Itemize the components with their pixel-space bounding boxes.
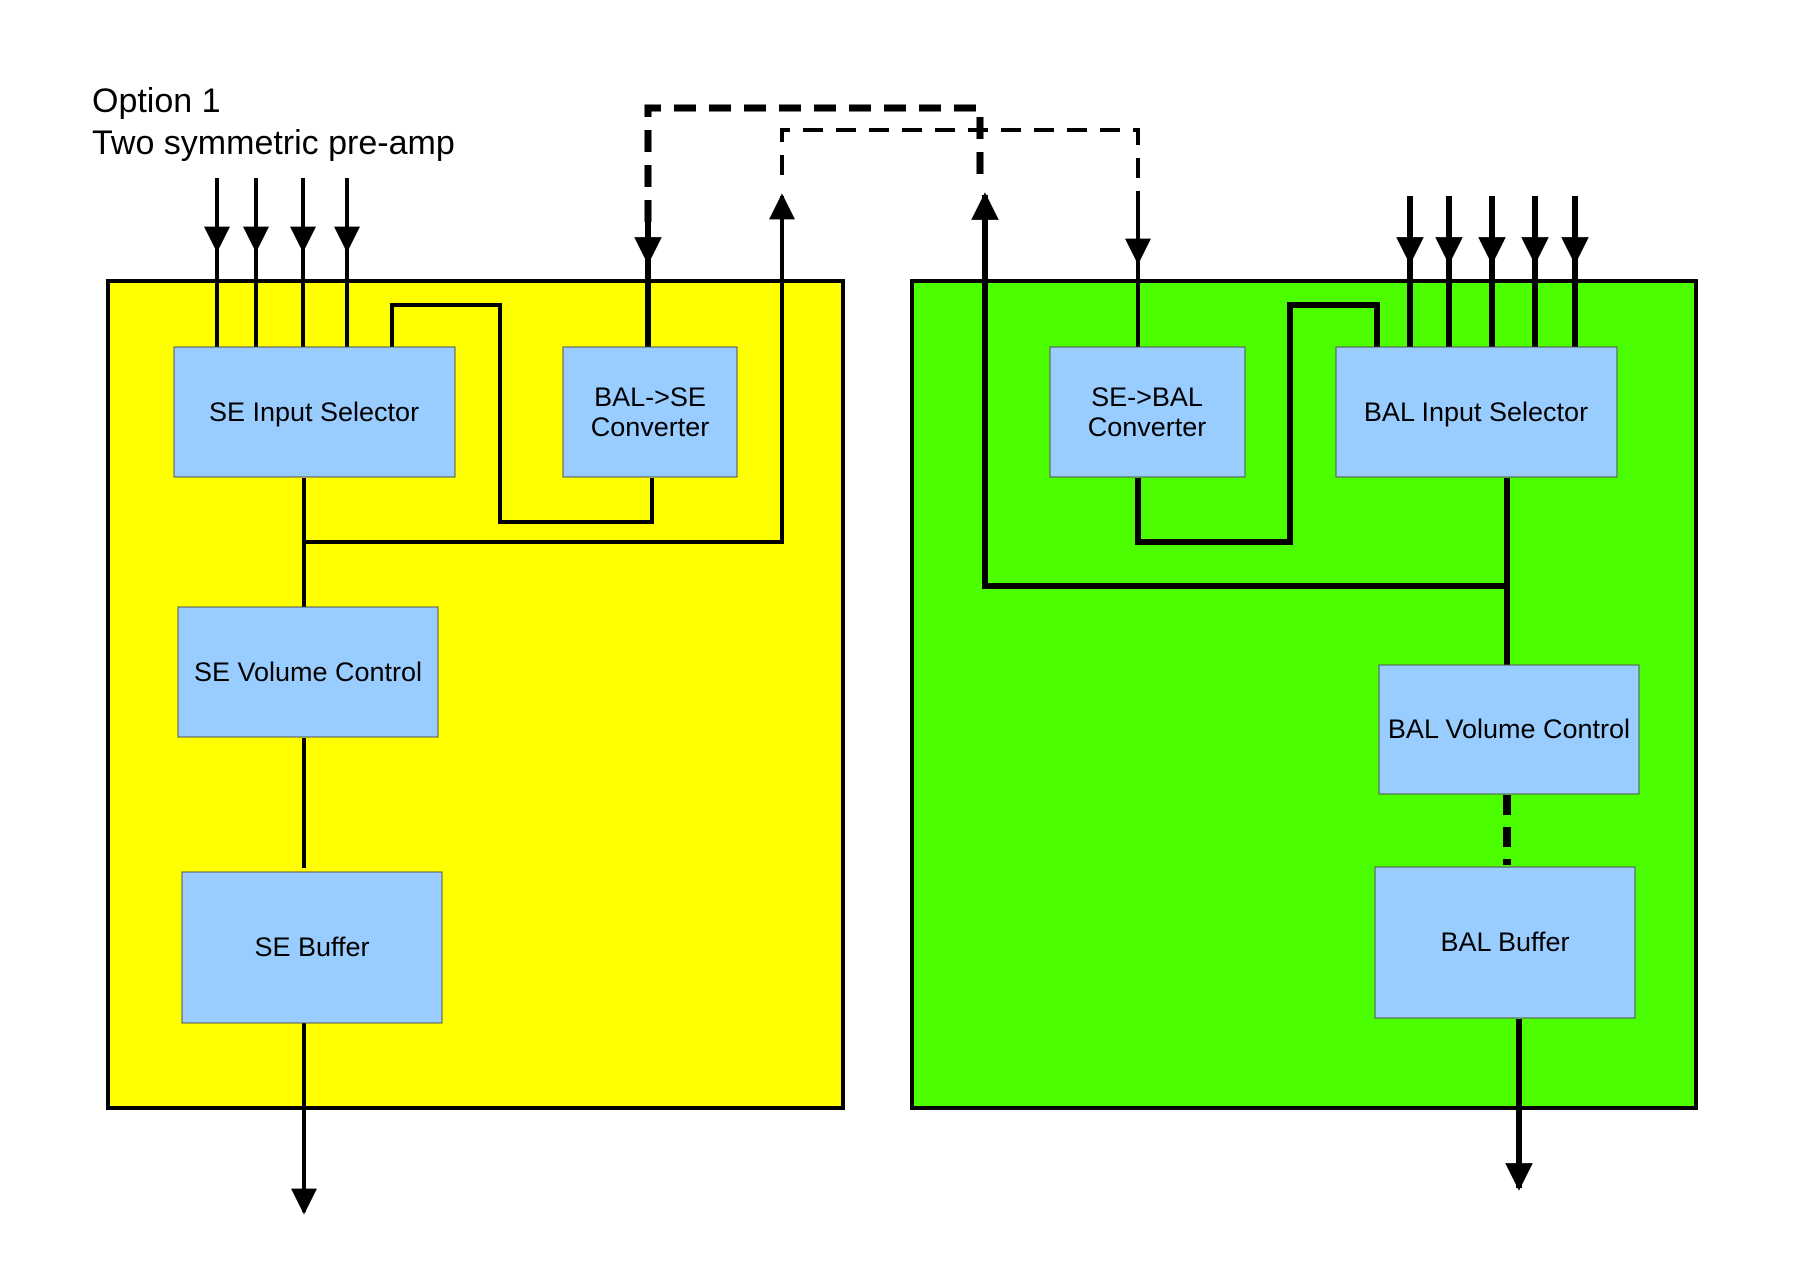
- se-input-selector-block: SE Input Selector: [173, 346, 456, 478]
- bal-to-se-converter-label: BAL->SE: [594, 382, 706, 412]
- se-input-arrows: [204, 178, 360, 348]
- bal-input-arrows: [1396, 196, 1589, 348]
- bal-input-selector-label: BAL Input Selector: [1364, 397, 1588, 427]
- se-buffer-block: SE Buffer: [181, 871, 443, 1024]
- se-volume-control-block: SE Volume Control: [177, 606, 439, 738]
- bal-wiring: [982, 260, 1533, 1191]
- bal-buffer-block: BAL Buffer: [1374, 866, 1636, 1019]
- diagram-title: Option 1: [92, 82, 221, 120]
- se-to-bal-converter-sublabel: Converter: [1088, 412, 1207, 442]
- se-input-selector-label: SE Input Selector: [209, 397, 419, 427]
- se-volume-control-label: SE Volume Control: [194, 657, 422, 687]
- se-to-bal-converter-block: SE->BAL Converter: [1049, 346, 1246, 478]
- se-buffer-label: SE Buffer: [254, 932, 369, 962]
- dashed-links: [644, 104, 1140, 222]
- bal-to-se-converter-block: BAL->SE Converter: [562, 346, 738, 478]
- bal-buffer-label: BAL Buffer: [1440, 927, 1569, 957]
- bal-volume-control-label: BAL Volume Control: [1388, 714, 1630, 744]
- bal-input-selector-block: BAL Input Selector: [1335, 346, 1618, 478]
- bal-volume-control-block: BAL Volume Control: [1378, 664, 1640, 795]
- diagram-subtitle: Two symmetric pre-amp: [92, 124, 455, 162]
- se-to-bal-converter-label: SE->BAL: [1091, 382, 1203, 412]
- se-wiring: [291, 200, 784, 1215]
- bal-to-se-converter-sublabel: Converter: [591, 412, 710, 442]
